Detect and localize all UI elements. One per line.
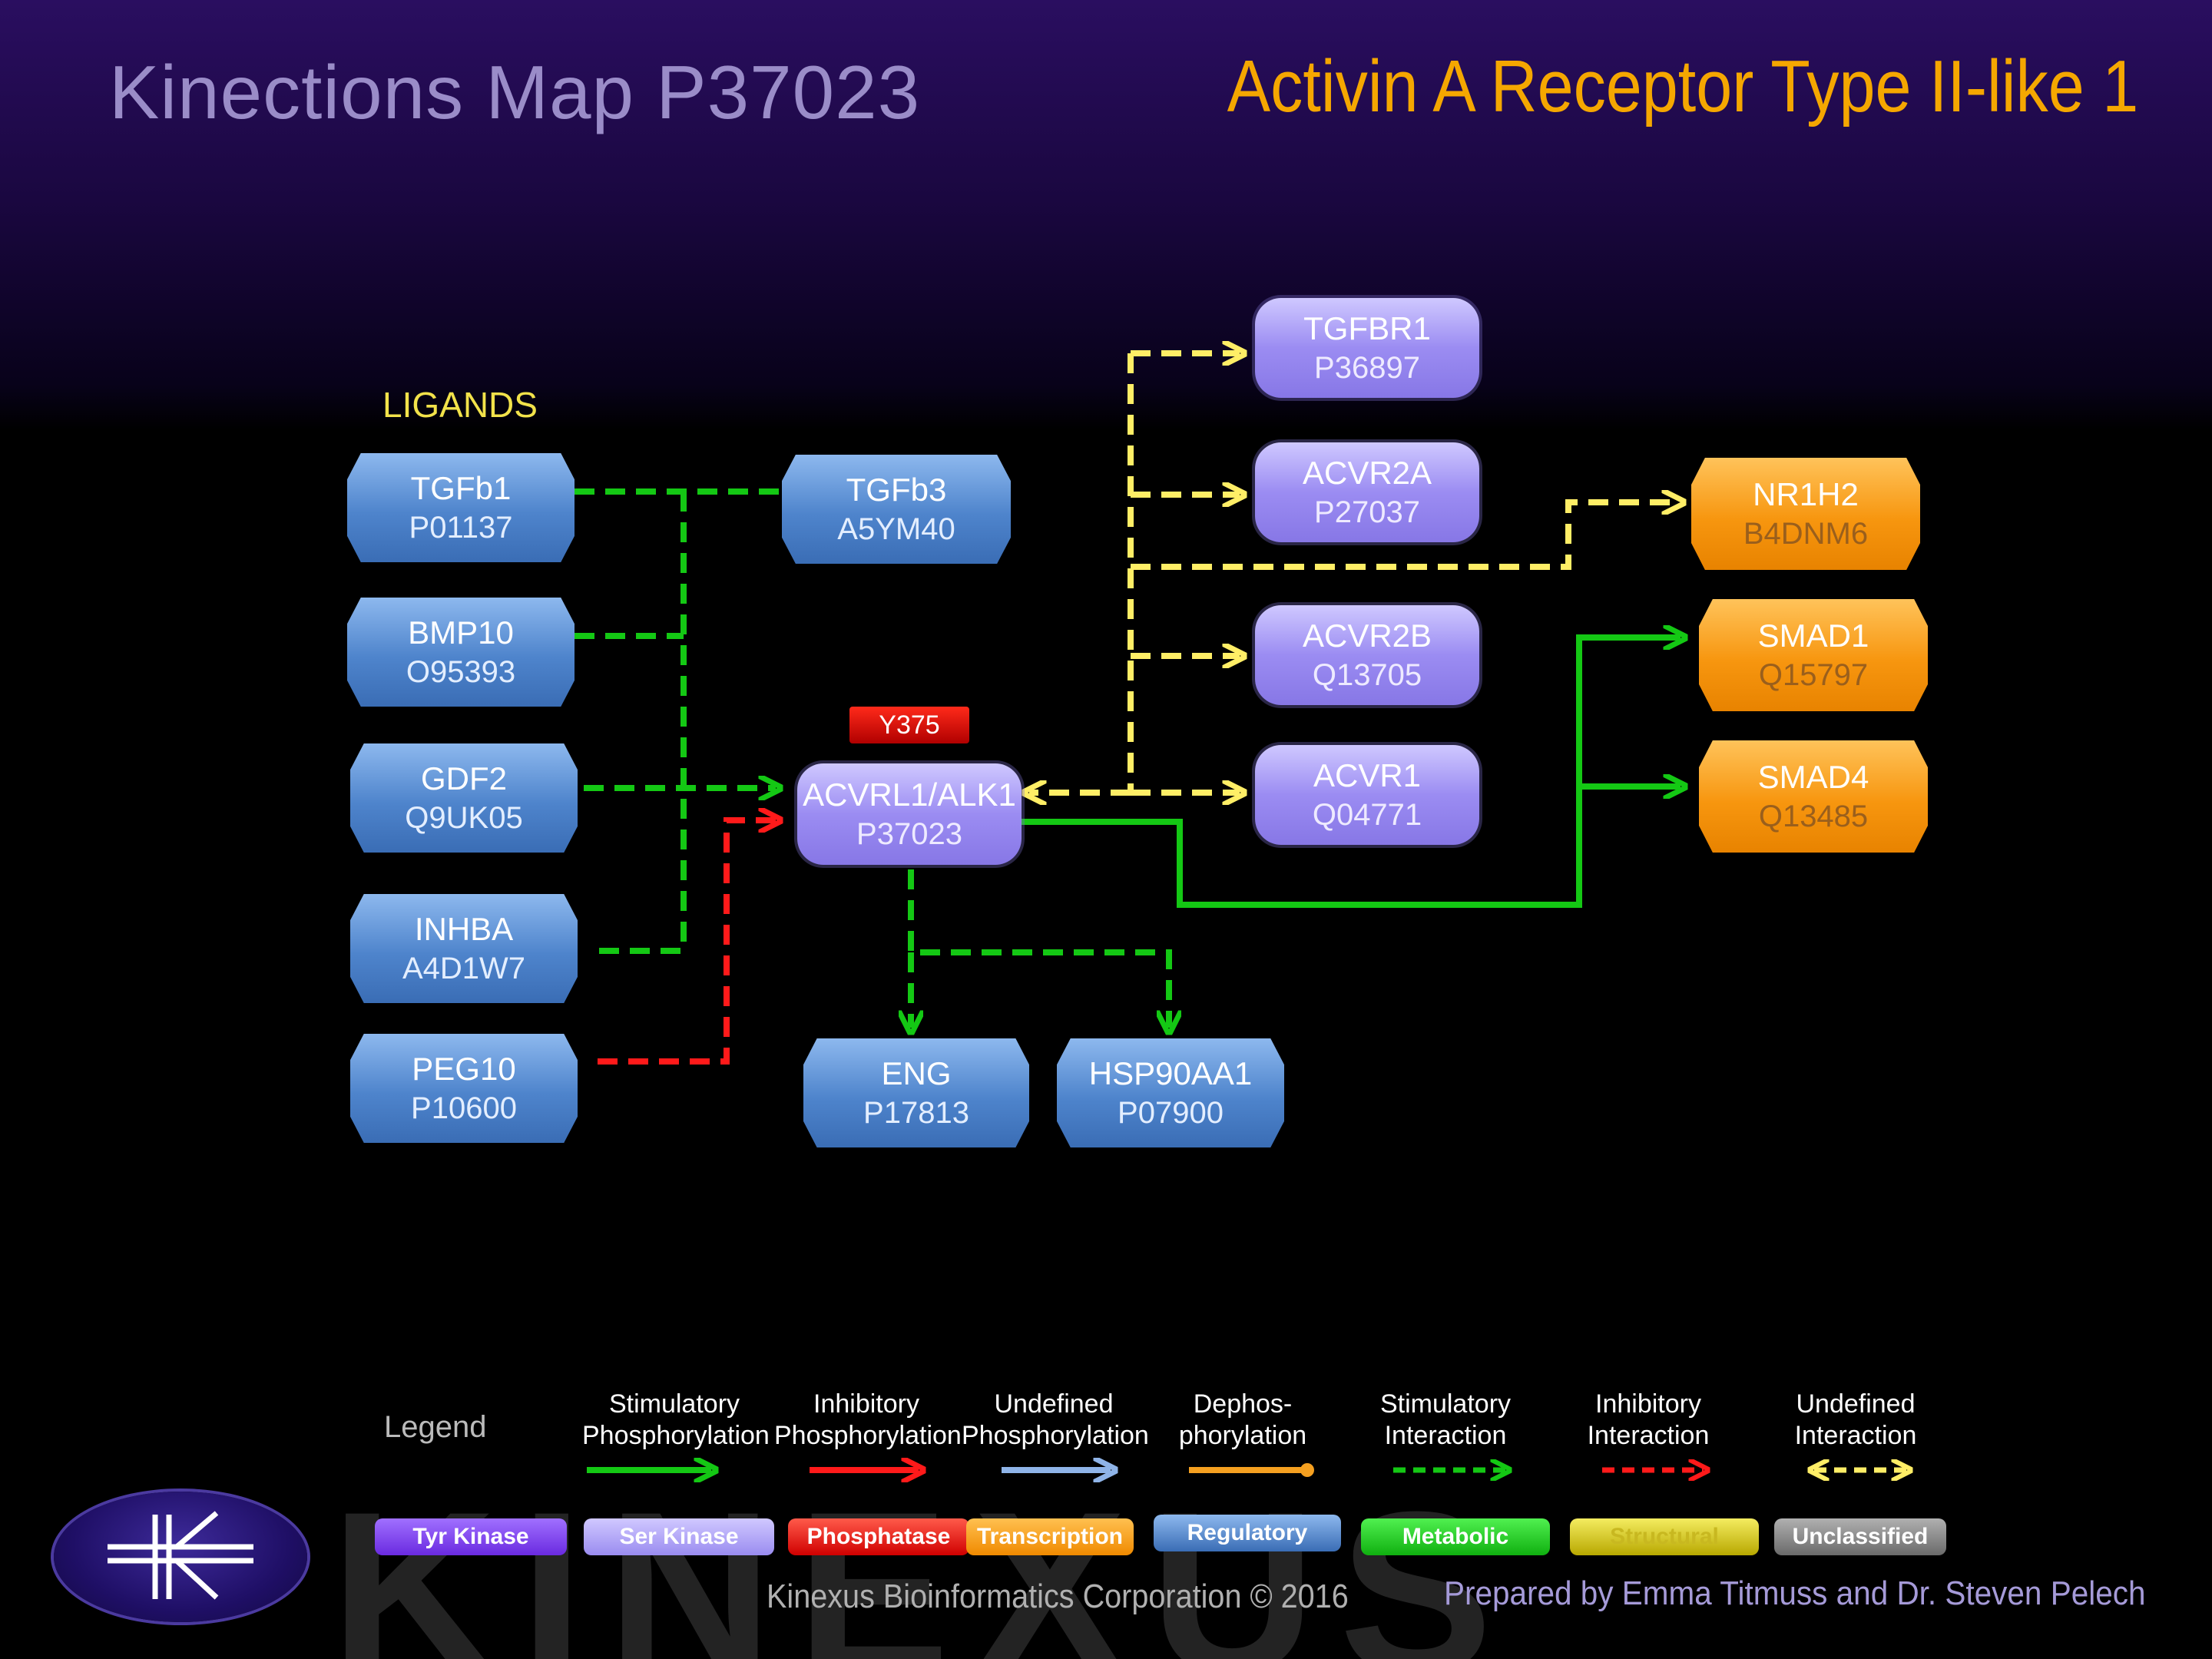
node-accession: P01137 xyxy=(409,511,513,545)
node-name: HSP90AA1 xyxy=(1088,1055,1253,1091)
legend-cat-ser-kinase: Ser Kinase xyxy=(584,1518,774,1555)
node-name: INHBA xyxy=(414,910,514,947)
legend-label-stim-phos: Stimulatory Phosphorylation xyxy=(582,1389,770,1450)
node-acvr1[interactable]: ACVR1 Q04771 xyxy=(1255,745,1479,845)
kinexus-watermark: KINEXUS xyxy=(330,1463,1516,1659)
node-accession: P27037 xyxy=(1314,495,1420,530)
node-accession: P10600 xyxy=(411,1091,517,1126)
node-acvr2b[interactable]: ACVR2B Q13705 xyxy=(1255,605,1479,705)
node-nr1h2[interactable]: NR1H2 B4DNM6 xyxy=(1691,458,1920,570)
node-bmp10[interactable]: BMP10 O95393 xyxy=(347,598,575,707)
node-smad4[interactable]: SMAD4 Q13485 xyxy=(1699,740,1928,853)
phosphosite-badge: Y375 xyxy=(849,707,969,743)
edge-to-nr1h2 xyxy=(1131,502,1679,570)
node-accession: B4DNM6 xyxy=(1743,517,1869,551)
node-accession: A5YM40 xyxy=(837,512,955,547)
node-accession: Q04771 xyxy=(1312,798,1422,833)
map-title: Kinections Map P37023 xyxy=(109,50,921,134)
node-name: SMAD4 xyxy=(1757,758,1869,795)
node-acvr2a[interactable]: ACVR2A P27037 xyxy=(1255,442,1479,542)
edge-acvrl1-smad1 xyxy=(1022,637,1681,908)
legend-cat-tyr-kinase: Tyr Kinase xyxy=(375,1518,567,1555)
legend-label-inhib-int: Inhibitory Interaction xyxy=(1587,1389,1710,1450)
node-accession: P36897 xyxy=(1314,351,1420,386)
node-name: ACVR1 xyxy=(1313,757,1422,793)
legend-cat-phosphatase: Phosphatase xyxy=(788,1518,969,1555)
legend-label-undef-phos: Undefined Phosphorylation xyxy=(962,1389,1149,1450)
edge-peg10-acvrl1 xyxy=(598,820,776,1065)
node-acvrl1[interactable]: ACVRL1/ALK1 P37023 xyxy=(797,763,1022,865)
copyright: Kinexus Bioinformatics Corporation © 201… xyxy=(767,1578,1349,1615)
node-name: TGFb1 xyxy=(410,469,512,506)
node-name: ACVRL1/ALK1 xyxy=(803,776,1016,813)
edge-acvrl1-hsp90aa1 xyxy=(908,869,1169,1028)
node-accession: P07900 xyxy=(1118,1096,1224,1131)
node-name: GDF2 xyxy=(420,760,507,796)
node-tgfb3[interactable]: TGFb3 A5YM40 xyxy=(782,455,1011,564)
node-peg10[interactable]: PEG10 P10600 xyxy=(350,1034,578,1143)
node-tgfb1[interactable]: TGFb1 P01137 xyxy=(347,453,575,562)
legend-dephos-end xyxy=(1300,1463,1314,1477)
node-accession: O95393 xyxy=(406,655,516,690)
node-gdf2[interactable]: GDF2 Q9UK05 xyxy=(350,743,578,853)
legend-label-stim-int: Stimulatory Interaction xyxy=(1379,1389,1512,1450)
node-name: BMP10 xyxy=(408,614,514,651)
node-smad1[interactable]: SMAD1 Q15797 xyxy=(1699,599,1928,711)
legend-label-dephos: Dephos- phorylation xyxy=(1178,1389,1307,1450)
legend-cat-regulatory: Regulatory xyxy=(1154,1515,1341,1551)
legend-cat-structural: Structural xyxy=(1570,1518,1759,1555)
node-name: SMAD1 xyxy=(1757,617,1869,654)
node-name: NR1H2 xyxy=(1753,475,1859,512)
legend-cat-metabolic: Metabolic xyxy=(1361,1518,1550,1555)
kinexus-k-icon xyxy=(108,1511,253,1600)
node-accession: Q13485 xyxy=(1758,800,1869,834)
node-accession: Q9UK05 xyxy=(405,801,523,836)
node-inhba[interactable]: INHBA A4D1W7 xyxy=(350,894,578,1003)
legend-cat-transcription: Transcription xyxy=(966,1518,1134,1555)
kinexus-logo xyxy=(54,1492,307,1622)
legend-label-inhib-phos: Inhibitory Phosphorylation xyxy=(774,1389,962,1450)
node-name: TGFb3 xyxy=(846,471,947,508)
node-accession: P37023 xyxy=(856,817,962,852)
node-accession: Q13705 xyxy=(1312,658,1422,693)
node-name: ENG xyxy=(881,1055,952,1091)
node-name: TGFBR1 xyxy=(1303,310,1431,346)
protein-name: Activin A Receptor Type II-like 1 xyxy=(1227,45,2138,127)
node-accession: Q15797 xyxy=(1758,658,1869,693)
node-eng[interactable]: ENG P17813 xyxy=(803,1038,1029,1147)
legend-cat-unclassified: Unclassified xyxy=(1774,1518,1946,1555)
node-name: ACVR2A xyxy=(1302,454,1432,491)
node-hsp90aa1[interactable]: HSP90AA1 P07900 xyxy=(1057,1038,1284,1147)
legend-title: Legend xyxy=(384,1410,487,1444)
node-name: ACVR2B xyxy=(1302,617,1432,654)
node-accession: A4D1W7 xyxy=(402,952,526,986)
legend-label-undef-int: Undefined Interaction xyxy=(1794,1389,1917,1450)
node-tgfbr1[interactable]: TGFBR1 P36897 xyxy=(1255,298,1479,398)
prepared-by: Prepared by Emma Titmuss and Dr. Steven … xyxy=(1444,1575,2146,1612)
ligands-label: LIGANDS xyxy=(382,385,538,425)
node-name: PEG10 xyxy=(412,1050,516,1087)
node-accession: P17813 xyxy=(863,1096,969,1131)
